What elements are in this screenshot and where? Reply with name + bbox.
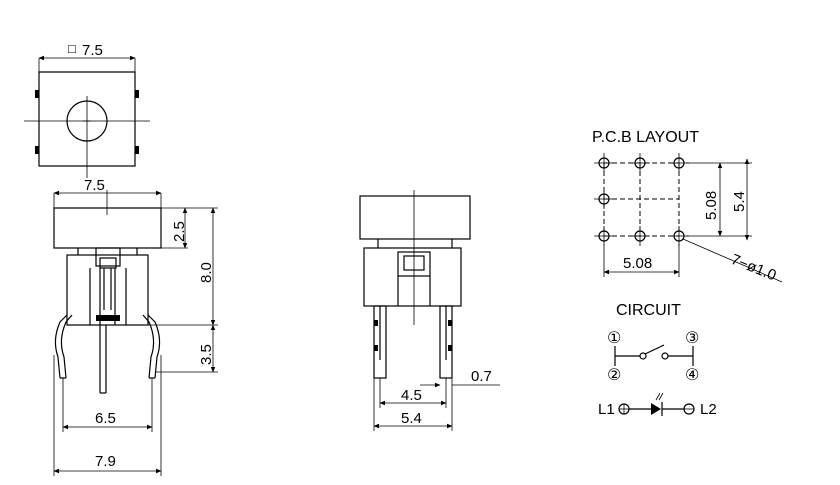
- pcb-vertical-inner-label: 5.08: [703, 191, 720, 220]
- terminal-3: ③: [685, 330, 699, 347]
- square-symbol: □: [68, 41, 76, 56]
- terminal-4: ④: [685, 367, 699, 384]
- side-base: [363, 247, 462, 307]
- led-diode-icon: [651, 403, 661, 415]
- led-right-label: L2: [700, 401, 717, 418]
- pcb-hole: [669, 226, 689, 246]
- front-view: 7.5 2.: [53, 177, 218, 476]
- pcb-hole: [594, 189, 614, 209]
- body-height-label: 8.0: [198, 262, 215, 283]
- top-view: □ 7.5: [24, 41, 150, 178]
- side-outer-label: 5.4: [401, 410, 422, 427]
- pcb-horizontal-label: 5.08: [623, 255, 652, 272]
- pcb-hole: [630, 226, 650, 246]
- hole-callout: 7−ø1.0: [729, 251, 779, 284]
- cap-height-label: 2.5: [171, 221, 188, 242]
- side-cap: [359, 195, 471, 240]
- switch-blade: [644, 344, 665, 355]
- pcb-hole: [669, 153, 689, 173]
- pcb-hole: [594, 153, 614, 173]
- front-cap: [53, 207, 162, 249]
- inner-span-label: 6.5: [95, 410, 116, 427]
- circuit: CIRCUIT ① ② ③ ④ L1 L2: [598, 302, 717, 418]
- front-width-label: 7.5: [84, 177, 105, 194]
- pin-thickness-label: 0.7: [471, 368, 492, 385]
- terminal-2: ②: [607, 367, 621, 384]
- pcb-hole: [594, 226, 614, 246]
- terminal-1: ①: [607, 330, 621, 347]
- pcb-layout: P.C.B LAYOUT 5.08 5.4 5.08 7−ø1.0: [592, 129, 783, 284]
- led-left-label: L1: [598, 401, 615, 418]
- outer-span-label: 7.9: [95, 453, 116, 470]
- pcb-vertical-outer-label: 5.4: [731, 191, 748, 212]
- switch-contact: [639, 352, 647, 360]
- pcb-layout-title: P.C.B LAYOUT: [592, 129, 699, 146]
- top-width-label: 7.5: [82, 42, 103, 59]
- front-base: [66, 254, 149, 326]
- pin-length-label: 3.5: [198, 344, 215, 365]
- switch-contact: [661, 352, 669, 360]
- circuit-title: CIRCUIT: [616, 302, 681, 319]
- side-view: 0.7 4.5 5.4: [359, 190, 500, 431]
- side-inner-label: 4.5: [401, 387, 422, 404]
- pcb-hole: [630, 153, 650, 173]
